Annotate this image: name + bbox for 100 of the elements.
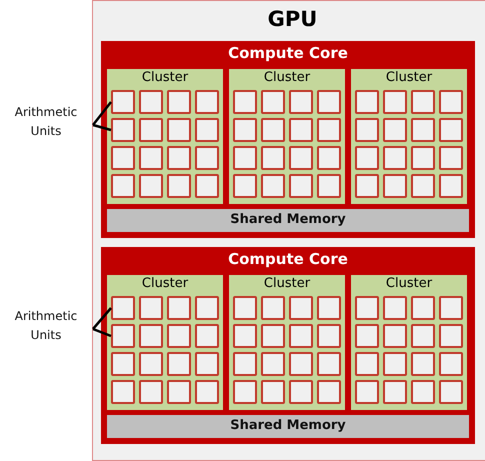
arithmetic-unit-box	[233, 118, 257, 142]
arithmetic-unit-box	[195, 90, 219, 114]
arithmetic-unit-box	[289, 174, 313, 198]
shared-memory-bar	[107, 415, 469, 438]
arithmetic-unit-box	[317, 352, 341, 376]
arithmetic-unit-box	[383, 352, 407, 376]
arithmetic-unit-box	[233, 380, 257, 404]
arithmetic-unit-box	[233, 90, 257, 114]
arithmetic-unit-box	[195, 380, 219, 404]
arithmetic-unit-box	[317, 90, 341, 114]
shared-memory-bar	[107, 209, 469, 232]
compute-core-box	[101, 41, 475, 238]
arithmetic-unit-box	[233, 352, 257, 376]
leader-line	[92, 328, 112, 338]
arithmetic-unit-box	[139, 380, 163, 404]
arithmetic-unit-box	[195, 146, 219, 170]
cluster-title: Cluster	[384, 276, 434, 291]
arithmetic-unit-box	[289, 352, 313, 376]
cluster-box	[351, 275, 467, 410]
callout-label: Arithmetic Units	[14, 104, 78, 140]
arithmetic-unit-box	[411, 352, 435, 376]
arithmetic-unit-box	[111, 380, 135, 404]
arithmetic-unit-box	[233, 324, 257, 348]
arithmetic-unit-box	[317, 380, 341, 404]
arithmetic-unit-box	[355, 174, 379, 198]
arithmetic-unit-box	[411, 324, 435, 348]
core-title: Compute Core	[227, 250, 349, 268]
arithmetic-unit-box	[167, 90, 191, 114]
arithmetic-unit-box	[233, 174, 257, 198]
cluster-box	[229, 69, 345, 204]
cluster-box	[229, 275, 345, 410]
arithmetic-unit-box	[439, 90, 463, 114]
arithmetic-unit-box	[167, 296, 191, 320]
arithmetic-unit-box	[195, 324, 219, 348]
arithmetic-unit-box	[439, 118, 463, 142]
arithmetic-unit-box	[167, 324, 191, 348]
cluster-box	[107, 69, 223, 204]
cluster-box	[351, 69, 467, 204]
arithmetic-unit-box	[233, 296, 257, 320]
arithmetic-unit-box	[167, 146, 191, 170]
arithmetic-unit-box	[261, 90, 285, 114]
arithmetic-unit-box	[289, 296, 313, 320]
arithmetic-unit-box	[411, 380, 435, 404]
callout-label: Arithmetic Units	[14, 308, 78, 344]
arithmetic-unit-box	[411, 296, 435, 320]
arithmetic-unit-box	[317, 324, 341, 348]
arithmetic-unit-box	[139, 174, 163, 198]
arithmetic-unit-box	[111, 146, 135, 170]
arithmetic-unit-box	[167, 352, 191, 376]
arithmetic-unit-box	[167, 118, 191, 142]
arithmetic-unit-box	[439, 324, 463, 348]
arithmetic-unit-box	[261, 324, 285, 348]
arithmetic-unit-box	[355, 324, 379, 348]
arithmetic-unit-box	[383, 146, 407, 170]
arithmetic-unit-box	[383, 296, 407, 320]
cluster-title: Cluster	[384, 70, 434, 85]
arithmetic-unit-box	[355, 90, 379, 114]
arithmetic-unit-box	[411, 146, 435, 170]
arithmetic-unit-box	[411, 90, 435, 114]
arithmetic-unit-box	[383, 90, 407, 114]
arithmetic-unit-box	[111, 90, 135, 114]
arithmetic-unit-box	[261, 380, 285, 404]
cluster-title: Cluster	[140, 70, 190, 85]
arithmetic-unit-box	[261, 296, 285, 320]
arithmetic-unit-box	[111, 174, 135, 198]
arithmetic-unit-box	[383, 118, 407, 142]
gpu-panel	[92, 0, 485, 461]
arithmetic-unit-box	[111, 324, 135, 348]
arithmetic-unit-box	[139, 324, 163, 348]
panel-title: GPU	[266, 7, 318, 31]
memory-label: Shared Memory	[229, 418, 347, 433]
arithmetic-unit-box	[317, 146, 341, 170]
memory-label: Shared Memory	[229, 212, 347, 227]
arithmetic-unit-box	[195, 296, 219, 320]
leader-line	[92, 124, 112, 132]
arithmetic-unit-box	[233, 146, 257, 170]
arithmetic-unit-box	[289, 118, 313, 142]
arithmetic-unit-box	[317, 296, 341, 320]
arithmetic-unit-box	[317, 118, 341, 142]
arithmetic-unit-box	[111, 352, 135, 376]
arithmetic-unit-box	[167, 174, 191, 198]
arithmetic-unit-box	[355, 380, 379, 404]
arithmetic-unit-box	[411, 174, 435, 198]
leader-line	[92, 101, 112, 126]
arithmetic-unit-box	[139, 296, 163, 320]
arithmetic-unit-box	[355, 146, 379, 170]
arithmetic-unit-box	[383, 174, 407, 198]
arithmetic-unit-box	[261, 174, 285, 198]
arithmetic-unit-box	[355, 296, 379, 320]
arithmetic-unit-box	[289, 380, 313, 404]
cluster-title: Cluster	[262, 276, 312, 291]
arithmetic-unit-box	[139, 90, 163, 114]
arithmetic-unit-box	[167, 380, 191, 404]
arithmetic-unit-box	[383, 380, 407, 404]
arithmetic-unit-box	[111, 296, 135, 320]
arithmetic-unit-box	[355, 352, 379, 376]
arithmetic-unit-box	[289, 324, 313, 348]
arithmetic-unit-box	[289, 146, 313, 170]
arithmetic-unit-box	[317, 174, 341, 198]
arithmetic-unit-box	[439, 296, 463, 320]
